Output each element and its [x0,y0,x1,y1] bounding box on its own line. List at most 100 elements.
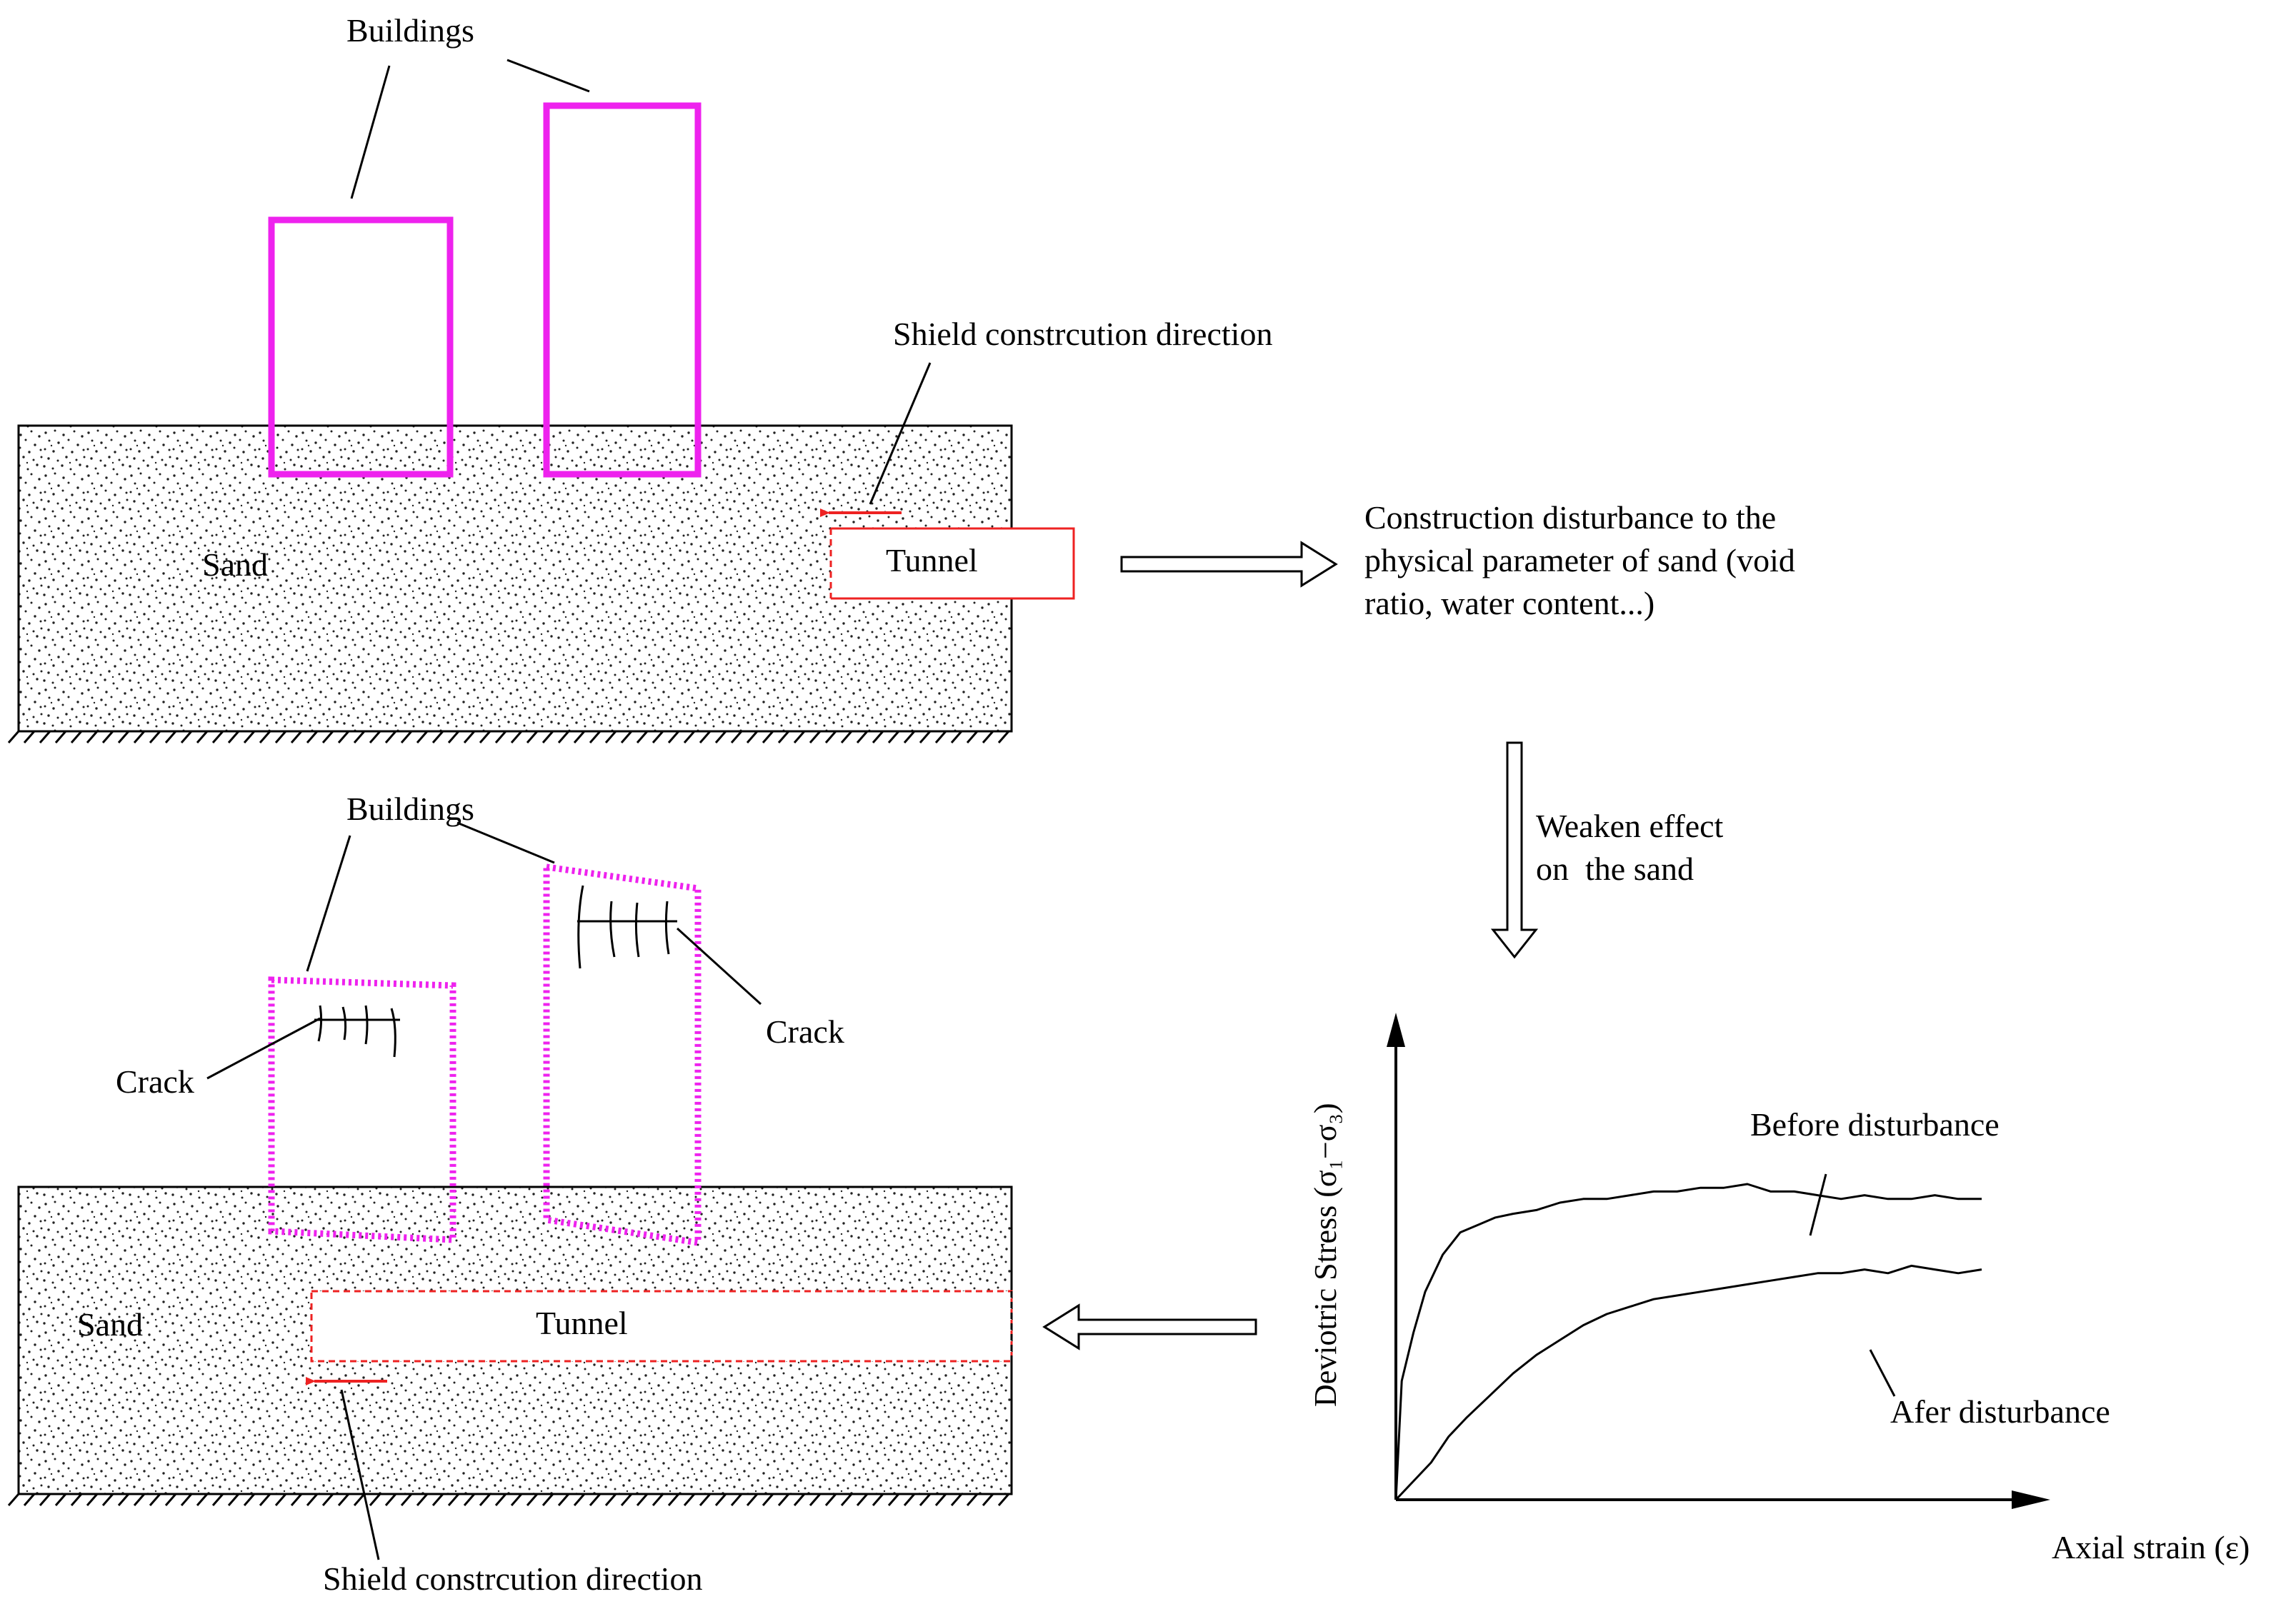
chart-curves [1394,1183,1982,1501]
hatch-mark [243,731,256,743]
hatch-mark [211,1493,224,1506]
bottom-building-right-tilted [543,863,702,1247]
hatch-mark [290,731,303,743]
hatch-mark [164,1493,177,1506]
hatch-mark [903,1493,916,1506]
weaken-note-line-2: on the sand [1536,851,1694,887]
hatch-mark [557,1493,570,1506]
hatch-mark [70,1493,83,1506]
hatch-mark [557,731,570,743]
hatch-mark [872,1493,884,1506]
hatch-mark [652,1493,664,1506]
hatch-mark [620,1493,633,1506]
hatch-mark [997,731,1010,743]
disturbance-note: Construction disturbance to the physical… [1364,499,1795,621]
hatch-mark [683,1493,696,1506]
hatch-mark [196,731,209,743]
hatch-mark [274,731,287,743]
hatch-mark [7,731,20,743]
chart-series-label-after: Afer disturbance [1890,1393,2110,1430]
hatch-mark [919,1493,932,1506]
hatch-mark [903,731,916,743]
hatch-mark [54,731,67,743]
crack-left-leader [206,1017,321,1080]
hatch-mark [321,731,334,743]
arrow-left-icon [1042,1303,1257,1350]
hatch-mark [777,1493,790,1506]
hatch-mark [400,731,413,743]
top-tunnel-label: Tunnel [886,542,978,578]
hatch-mark [620,731,633,743]
hatch-mark [353,1493,366,1506]
hatch-mark [573,731,586,743]
hatch-mark [290,1493,303,1506]
hatch-mark [856,731,869,743]
hatch-mark [86,731,99,743]
hatch-mark [856,1493,869,1506]
hatch-mark [384,1493,397,1506]
hatch-mark [589,1493,602,1506]
hatch-mark [872,731,884,743]
bottom-sand-label: Sand [77,1306,143,1343]
hatch-mark [746,1493,759,1506]
crack-left-label: Crack [116,1063,194,1100]
hatch-mark [54,1493,67,1506]
hatch-mark [416,731,429,743]
hatch-mark [243,1493,256,1506]
top-buildings-label: Buildings [346,12,474,49]
hatch-mark [887,731,900,743]
arrow-right-icon [1120,541,1338,588]
bottom-ground-hatch [7,1493,1010,1506]
hatch-mark [541,731,554,743]
hatch-mark [259,1493,271,1506]
hatch-mark [227,1493,240,1506]
hatch-mark [840,731,853,743]
top-tunnel [829,527,1075,600]
hatch-mark [479,1493,491,1506]
hatch-mark [211,731,224,743]
top-scene: Buildings Sand Tunnel Shield constrcutio… [7,12,1272,743]
hatch-mark [510,731,523,743]
hatch-mark [526,1493,539,1506]
hatch-mark [604,731,617,743]
hatch-mark [494,1493,507,1506]
bottom-scene: Tunnel Sand Buildings Crack Crack Shield… [7,791,1013,1597]
hatch-mark [934,1493,947,1506]
chart-y-axis-label: Deviotric Stress (σ₁−σ₃) [1308,1103,1343,1407]
crack-right-label: Crack [766,1013,844,1050]
hatch-mark [683,731,696,743]
hatch-mark [321,1493,334,1506]
hatch-mark [652,731,664,743]
hatch-mark [982,1493,994,1506]
hatch-mark [919,731,932,743]
hatch-mark [274,1493,287,1506]
arrow-down-icon [1490,741,1539,959]
hatch-mark [541,1493,554,1506]
hatch-mark [479,731,491,743]
hatch-mark [70,731,83,743]
hatch-mark [196,1493,209,1506]
hatch-mark [997,1493,1010,1506]
hatch-mark [824,731,837,743]
hatch-mark [746,731,759,743]
hatch-mark [23,731,36,743]
hatch-mark [7,1493,20,1506]
hatch-mark [589,731,602,743]
hatch-mark [463,731,476,743]
hatch-mark [950,1493,963,1506]
hatch-mark [164,731,177,743]
hatch-mark [447,731,460,743]
hatch-mark [730,731,743,743]
hatch-mark [180,1493,193,1506]
hatch-mark [793,731,806,743]
bottom-buildings-leader-right [456,821,555,864]
hatch-mark [699,731,712,743]
chart-x-axis-label: Axial strain (ε) [2052,1529,2250,1565]
hatch-mark [636,731,649,743]
hatch-mark [573,1493,586,1506]
hatch-mark [447,1493,460,1506]
bottom-buildings-label: Buildings [346,791,474,827]
top-shield-leader [869,362,932,505]
crack-left-icon [314,1005,400,1058]
disturbance-note-line-2: physical parameter of sand (void [1364,542,1795,578]
